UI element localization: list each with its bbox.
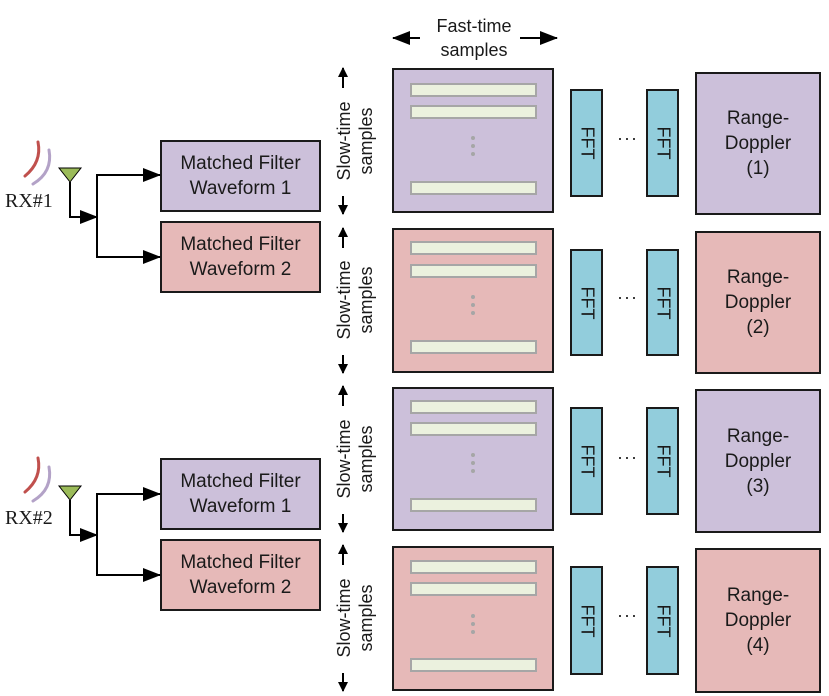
rx1-matched-filter-waveform1: Matched Filter Waveform 1: [160, 140, 321, 212]
fft-block: FFT: [646, 566, 679, 675]
sample-matrix: [392, 228, 554, 373]
horizontal-ellipsis: ···: [617, 447, 638, 467]
rd-label-line1: Range-: [726, 267, 790, 288]
vertical-ellipsis-icon: [471, 136, 475, 160]
fft-block: FFT: [646, 249, 679, 356]
rd-label-line1: Range-: [726, 108, 790, 129]
mf-label-line1: Matched Filter: [180, 234, 301, 255]
sample-matrix: [392, 546, 554, 691]
fast-time-sample-row: [410, 560, 537, 574]
vertical-ellipsis-icon: [471, 295, 475, 319]
range-doppler-map-2: Range- Doppler (2): [695, 231, 821, 374]
fast-time-sample-row: [410, 422, 537, 436]
fft-block: FFT: [646, 89, 679, 197]
rx1-signal-wave-icon: [23, 140, 52, 186]
rd-label-line2: Doppler: [724, 133, 792, 154]
range-doppler-map-1: Range- Doppler (1): [695, 72, 821, 215]
sample-matrix: [392, 68, 554, 213]
fft-block: FFT: [570, 566, 603, 675]
vertical-ellipsis-icon: [471, 614, 475, 638]
mf-label-line2: Waveform 2: [189, 577, 292, 598]
fast-time-sample-row: [410, 83, 537, 97]
fft-block: FFT: [646, 407, 679, 515]
fast-time-sample-row: [410, 264, 537, 278]
fast-time-sample-row: [410, 241, 537, 255]
rd-label-index: (4): [746, 635, 770, 656]
rd-label-line2: Doppler: [724, 610, 792, 631]
fast-time-sample-row: [410, 181, 537, 195]
range-doppler-map-3: Range- Doppler (3): [695, 389, 821, 533]
rx1-label: RX#1: [5, 190, 53, 212]
mf-label-line2: Waveform 1: [189, 178, 292, 199]
rx2-splitter-connector: [69, 487, 161, 582]
horizontal-ellipsis: ···: [617, 128, 638, 148]
fast-time-sample-row: [410, 582, 537, 596]
vertical-ellipsis-icon: [471, 453, 475, 477]
fast-time-label-line2: samples: [440, 40, 508, 60]
fast-time-sample-row: [410, 658, 537, 672]
rx1-antenna-icon: [57, 167, 83, 217]
fast-time-label-line1: Fast-time: [436, 16, 512, 36]
rx2-signal-wave-icon: [23, 456, 52, 503]
range-doppler-map-4: Range- Doppler (4): [695, 548, 821, 693]
horizontal-ellipsis: ···: [617, 605, 638, 625]
horizontal-ellipsis: ···: [617, 287, 638, 307]
rx2-label: RX#2: [5, 507, 53, 529]
fast-time-sample-row: [410, 400, 537, 414]
rx2-matched-filter-waveform2: Matched Filter Waveform 2: [160, 539, 321, 611]
rx1-splitter-connector: [69, 168, 161, 264]
rd-label-index: (3): [746, 475, 770, 497]
fast-time-axis-label: Fast-time samples: [436, 14, 511, 62]
rx1-matched-filter-waveform2: Matched Filter Waveform 2: [160, 221, 321, 293]
rd-label-line2: Doppler: [724, 292, 792, 313]
mf-label-line2: Waveform 1: [189, 496, 292, 517]
rx2-matched-filter-waveform1: Matched Filter Waveform 1: [160, 458, 321, 530]
mf-label-line1: Matched Filter: [180, 153, 301, 174]
fft-block: FFT: [570, 407, 603, 515]
rx2-antenna-icon: [57, 485, 83, 535]
rd-label-line1: Range-: [726, 425, 790, 447]
mf-label-line2: Waveform 2: [189, 259, 292, 280]
fast-time-sample-row: [410, 105, 537, 119]
fft-block: FFT: [570, 249, 603, 356]
rd-label-index: (1): [746, 158, 770, 179]
rd-label-index: (2): [746, 317, 770, 338]
mf-label-line1: Matched Filter: [180, 471, 301, 492]
mf-label-line1: Matched Filter: [180, 552, 301, 573]
rd-label-line2: Doppler: [724, 450, 792, 472]
fast-time-sample-row: [410, 340, 537, 354]
fft-block: FFT: [570, 89, 603, 197]
rd-label-line1: Range-: [726, 585, 790, 606]
fast-time-sample-row: [410, 498, 537, 512]
sample-matrix: [392, 387, 554, 531]
